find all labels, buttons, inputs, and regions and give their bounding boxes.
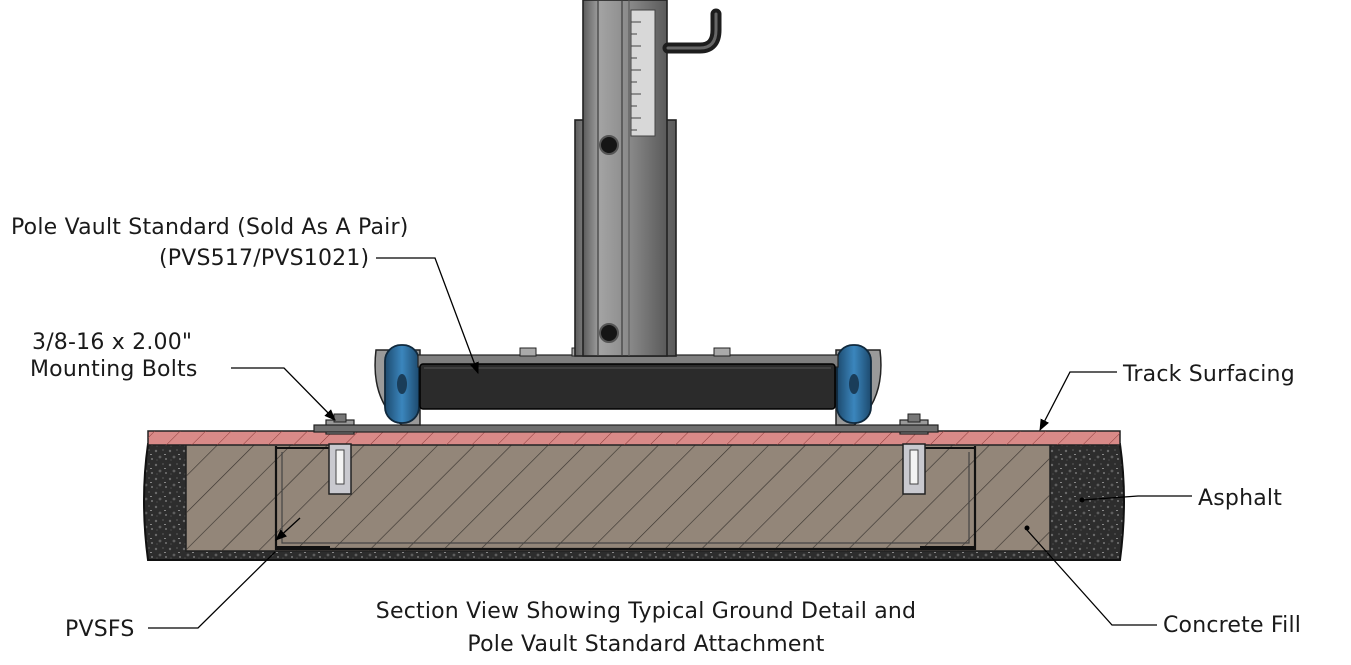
pvsfs-sleeve <box>274 446 977 551</box>
label-concrete-fill: Concrete Fill <box>1163 613 1302 638</box>
label-pole-vault-standard: Pole Vault Standard (Sold As A Pair) <box>11 215 409 240</box>
base-bar <box>419 363 836 410</box>
label-mounting-bolts: Mounting Bolts <box>30 357 198 382</box>
locking-knob-lower <box>599 323 619 343</box>
leader-asphalt <box>1081 495 1192 501</box>
locking-knob-upper <box>599 135 619 155</box>
label-asphalt: Asphalt <box>1198 486 1283 511</box>
leader-track <box>1039 371 1117 432</box>
base-plate <box>313 424 939 433</box>
label-bolt-size: 3/8-16 x 2.00" <box>32 330 193 355</box>
leader-pvsfs <box>148 551 276 629</box>
leader-bolts <box>231 367 336 421</box>
label-standard-part-numbers: (PVS517/PVS1021) <box>159 246 370 271</box>
caption-line-1: Section View Showing Typical Ground Deta… <box>375 599 917 624</box>
leader-concrete <box>1026 529 1157 626</box>
caption-line-2: Pole Vault Standard Attachment <box>467 632 825 657</box>
crossbar-peg-hook <box>662 8 722 54</box>
label-track-surfacing: Track Surfacing <box>1123 362 1295 387</box>
height-scale <box>630 9 656 137</box>
label-pvsfs: PVSFS <box>65 617 135 642</box>
leader-standard <box>376 257 479 375</box>
